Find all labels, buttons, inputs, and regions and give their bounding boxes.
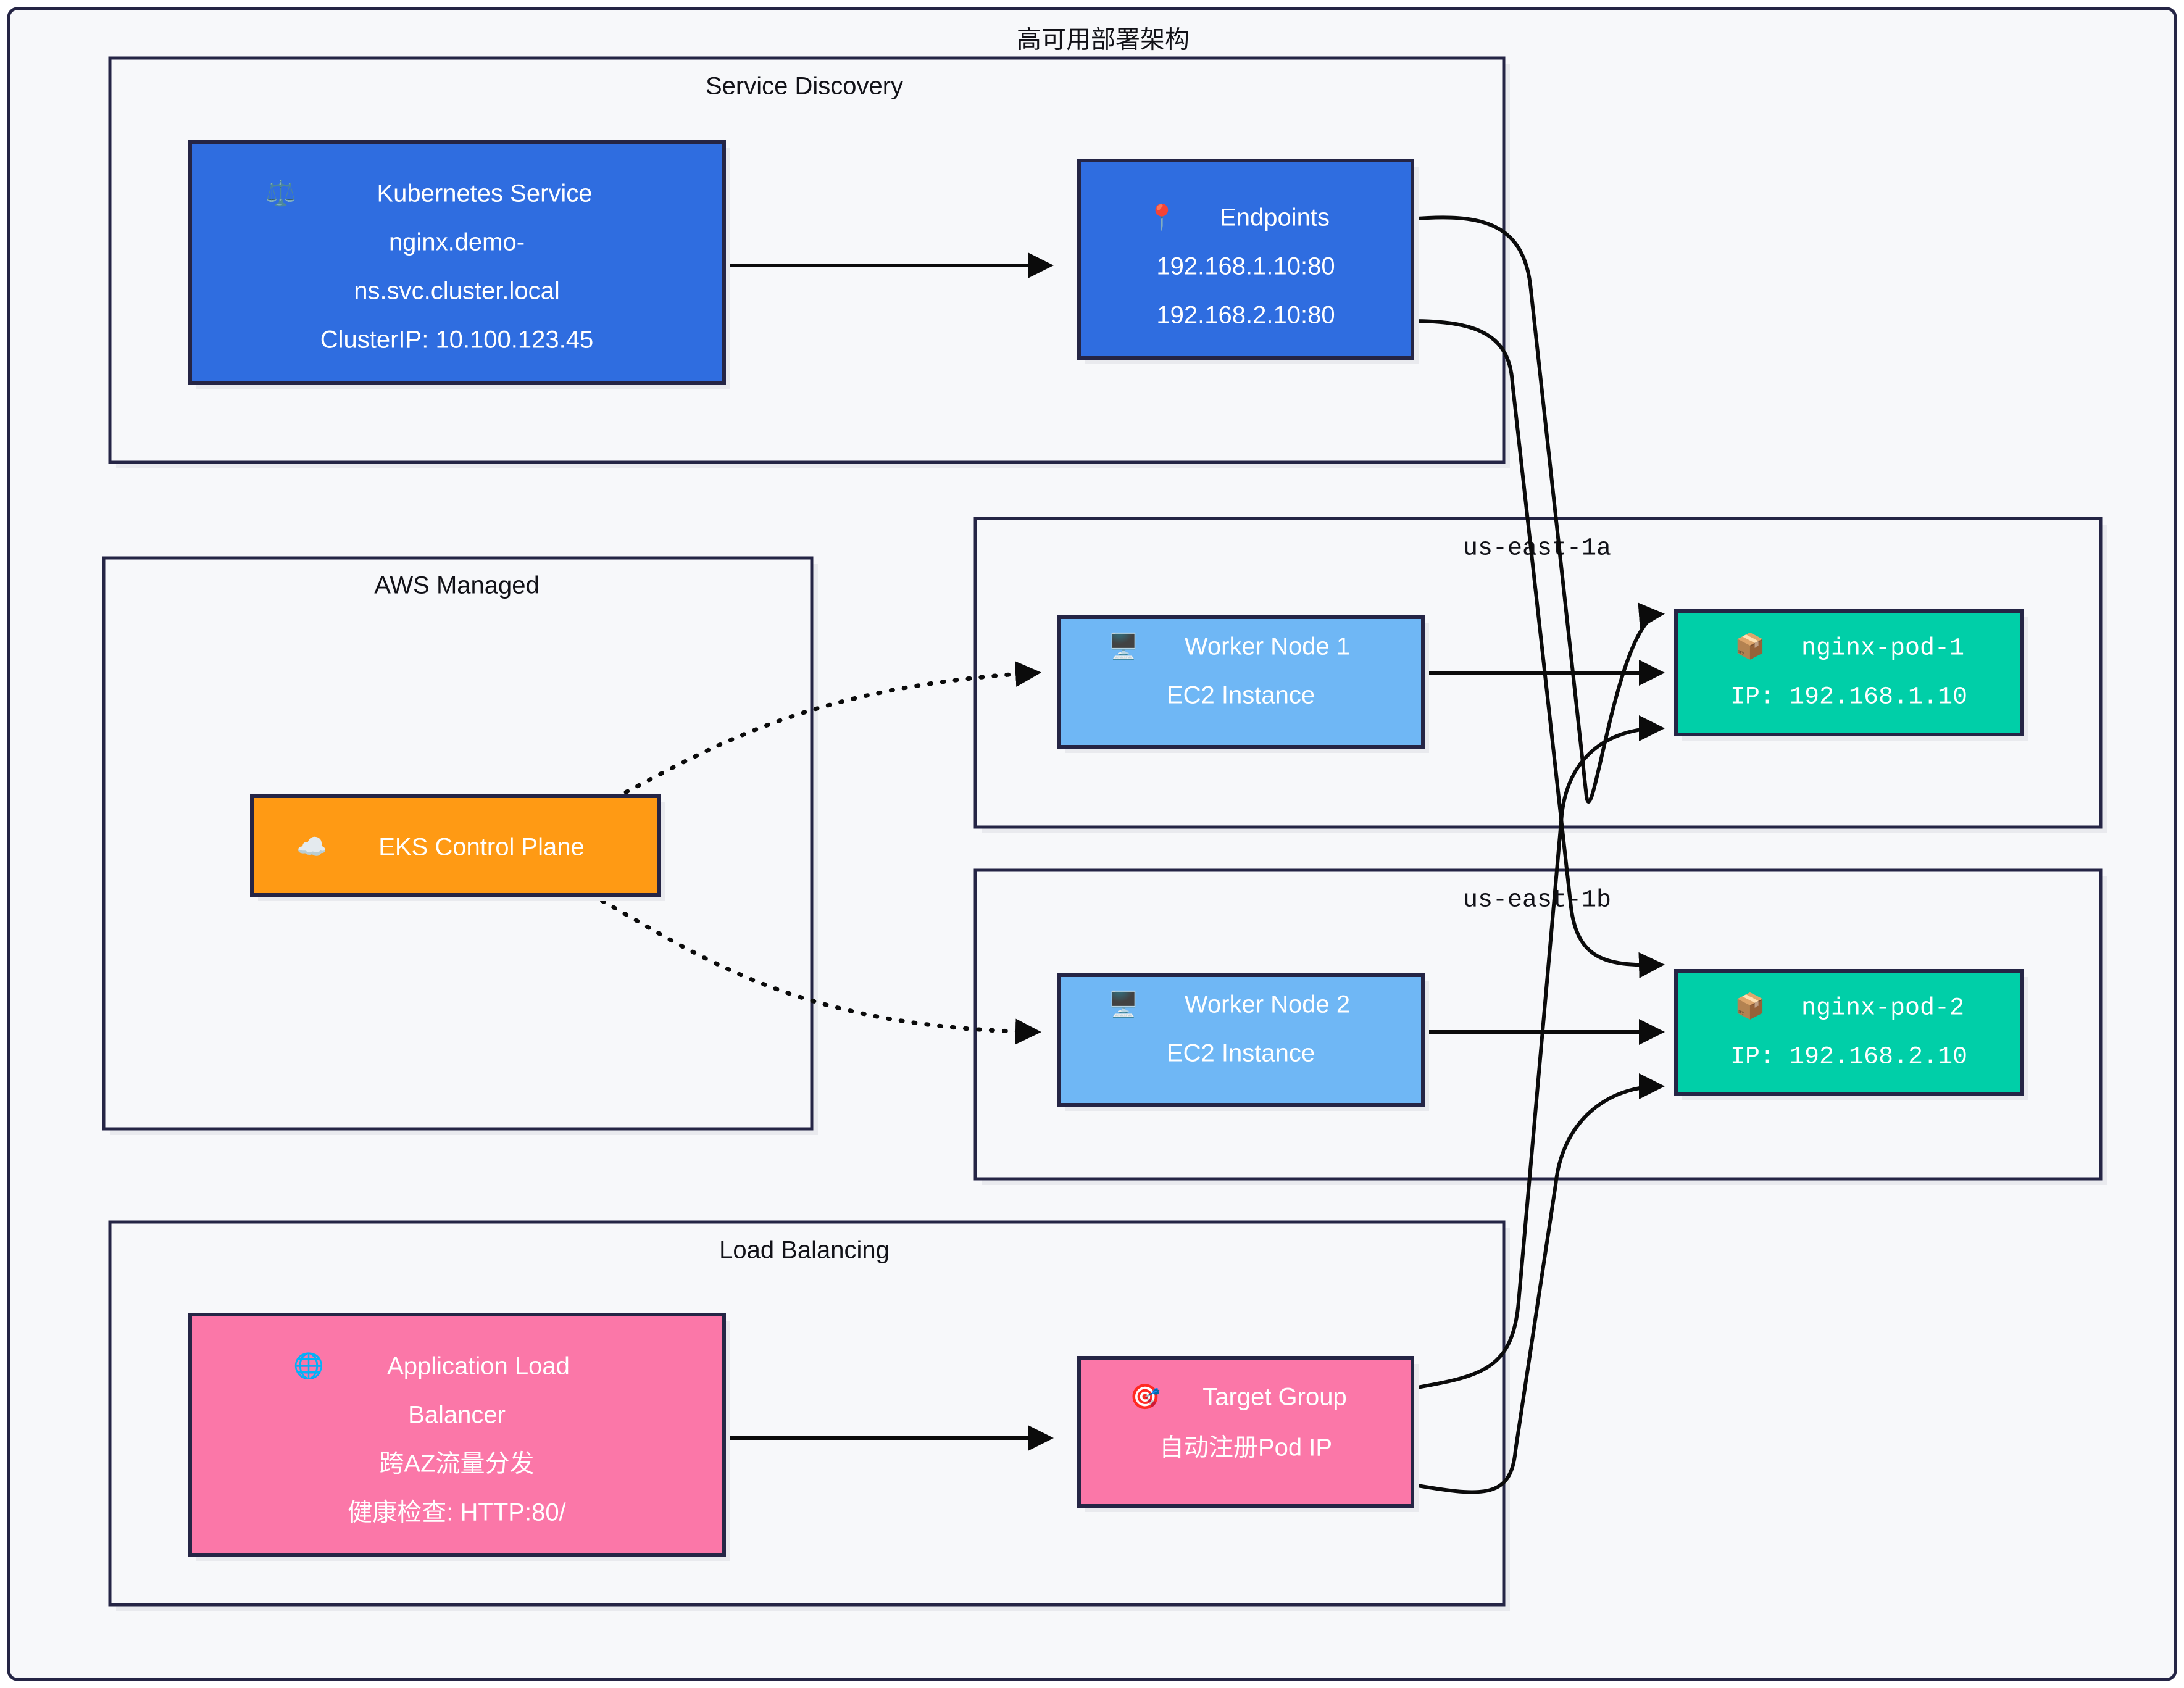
node-nginx-pod-1-line-2: IP: 192.168.1.10: [1730, 684, 1967, 712]
node-worker-node-2-line-1: Worker Node 2: [1185, 991, 1350, 1018]
cluster-label-us-east-1a: us-east-1a: [1463, 535, 1611, 563]
node-target-group-line-2: 自动注册Pod IP: [1159, 1434, 1332, 1461]
diagram-title: 高可用部署架构: [1017, 27, 1190, 54]
edge-target-group-to-nginx-pod-2: [1410, 1073, 1665, 1494]
pin-icon: 📍: [1146, 203, 1177, 231]
node-k8s-service-line-4: ClusterIP: 10.100.123.45: [320, 326, 594, 354]
node-nginx-pod-2[interactable]: 📦 nginx-pod-2 IP: 192.168.2.10: [1674, 969, 2028, 1100]
package-icon: 📦: [1735, 992, 1765, 1020]
node-worker-node-1[interactable]: 🖥️ Worker Node 1 EC2 Instance: [1057, 615, 1429, 753]
edge-eks-to-worker-node-2: [565, 880, 1041, 1045]
edge-target-group-to-nginx-pod-1: [1410, 715, 1665, 1391]
node-k8s-service-line-1: Kubernetes Service: [377, 180, 592, 207]
node-worker-node-1-line-2: EC2 Instance: [1167, 682, 1315, 709]
cluster-label-us-east-1b: us-east-1b: [1463, 887, 1611, 915]
node-target-group[interactable]: 🎯 Target Group 自动注册Pod IP: [1077, 1356, 1419, 1512]
node-worker-node-1-line-1: Worker Node 1: [1185, 633, 1350, 660]
node-endpoints-line-2: 192.168.1.10:80: [1156, 253, 1335, 280]
node-alb-line-2: Balancer: [408, 1402, 506, 1429]
package-icon: 📦: [1735, 632, 1765, 660]
node-target-group-line-1: Target Group: [1202, 1384, 1346, 1411]
node-k8s-service[interactable]: ⚖️ Kubernetes Service nginx.demo- ns.svc…: [188, 140, 730, 389]
node-nginx-pod-1[interactable]: 📦 nginx-pod-1 IP: 192.168.1.10: [1674, 609, 2028, 741]
node-worker-node-2[interactable]: 🖥️ Worker Node 2 EC2 Instance: [1057, 973, 1429, 1111]
node-alb-line-3: 跨AZ流量分发: [379, 1450, 534, 1478]
node-nginx-pod-2-line-1: nginx-pod-2: [1801, 995, 1964, 1023]
node-k8s-service-line-3: ns.svc.cluster.local: [354, 278, 559, 305]
cloud-icon: ☁️: [296, 834, 327, 861]
globe-icon: 🌐: [293, 1352, 324, 1380]
edges-layer: [565, 215, 1665, 1494]
computer-icon: 🖥️: [1108, 990, 1139, 1018]
computer-icon: 🖥️: [1108, 632, 1139, 660]
node-endpoints-line-3: 192.168.2.10:80: [1156, 302, 1335, 329]
node-nginx-pod-2-line-2: IP: 192.168.2.10: [1730, 1044, 1967, 1071]
node-eks-control-plane-label: EKS Control Plane: [378, 834, 585, 861]
node-eks-control-plane[interactable]: ☁️ EKS Control Plane: [250, 794, 665, 901]
node-alb-line-1: Application Load: [387, 1353, 570, 1380]
node-endpoints-line-1: Endpoints: [1220, 204, 1330, 231]
target-icon: 🎯: [1130, 1384, 1161, 1411]
node-endpoints[interactable]: 📍 Endpoints 192.168.1.10:80 192.168.2.10…: [1077, 159, 1419, 364]
cluster-label-aws-managed: AWS Managed: [374, 572, 540, 599]
node-worker-node-2-line-2: EC2 Instance: [1167, 1040, 1315, 1067]
scales-icon: ⚖️: [265, 179, 296, 207]
node-alb[interactable]: 🌐 Application Load Balancer 跨AZ流量分发 健康检查…: [188, 1313, 730, 1561]
cluster-label-load-balancing: Load Balancing: [719, 1237, 890, 1264]
node-alb-line-4: 健康检查: HTTP:80/: [348, 1499, 566, 1526]
edge-endpoints-to-nginx-pod-1: [1410, 215, 1665, 804]
cluster-label-service-discovery: Service Discovery: [706, 73, 903, 100]
cluster-aws-managed: AWS Managed: [102, 556, 818, 1135]
node-nginx-pod-1-line-1: nginx-pod-1: [1801, 635, 1964, 663]
node-k8s-service-line-2: nginx.demo-: [389, 229, 525, 256]
edge-endpoints-to-nginx-pod-2: [1410, 319, 1665, 978]
